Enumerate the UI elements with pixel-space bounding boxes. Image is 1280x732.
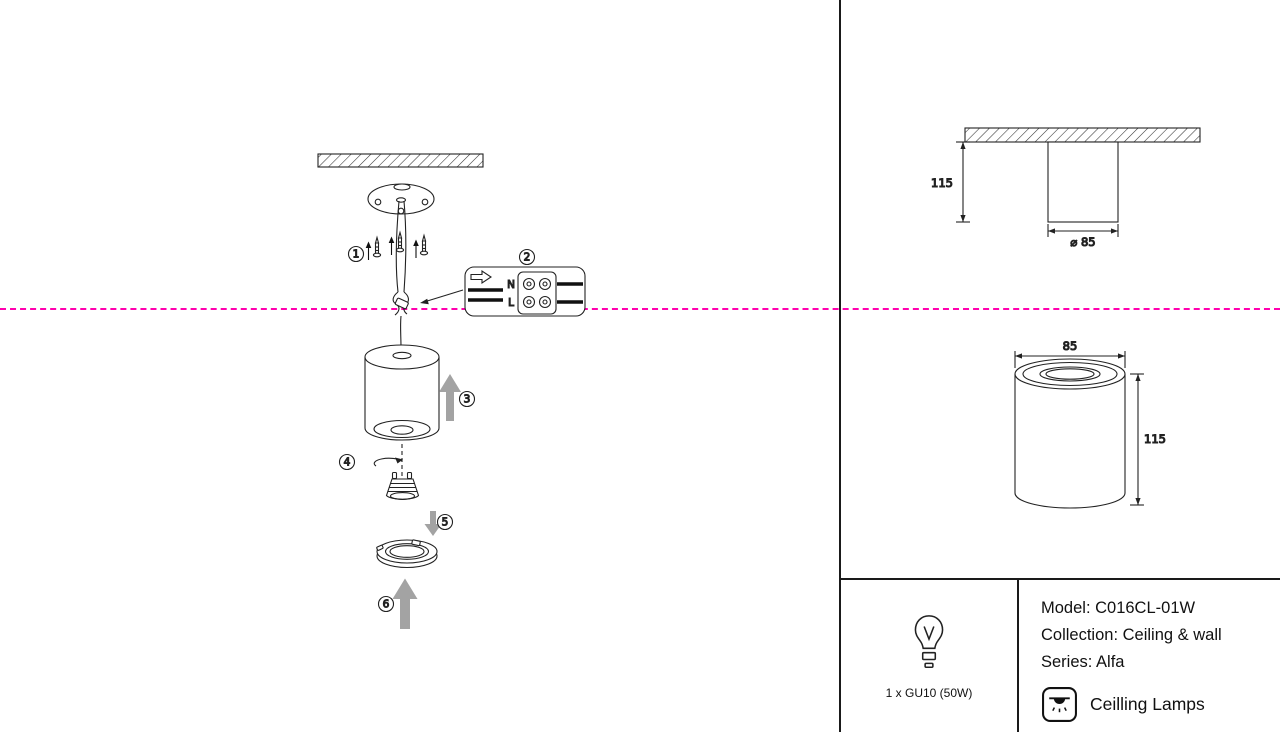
- mounting-plate: [367, 183, 435, 215]
- front-width-label: 85: [1063, 339, 1078, 353]
- collection-label: Collection: Ceiling & wall: [1041, 626, 1222, 644]
- step-5-badge: 5: [436, 513, 454, 531]
- terminal-n-label: N: [507, 279, 515, 291]
- rotate-arrow-icon: [373, 457, 403, 467]
- supply-wires: [392, 200, 409, 349]
- arrow-down-step5: [424, 511, 442, 536]
- model-spec-cell: Model: C016CL-01W Collection: Ceiling & …: [1019, 580, 1280, 732]
- step-6-number: 6: [383, 599, 390, 611]
- bulb-spec-label: 1 x GU10 (50W): [885, 686, 973, 700]
- ceiling-hatch: [317, 153, 484, 168]
- side-height-label: 115: [931, 176, 953, 190]
- arrow-up-icon: [413, 239, 419, 258]
- lamp-side-outline: [1047, 141, 1119, 223]
- step-2-badge: 2: [518, 248, 536, 266]
- bulb-spec-cell: 1 x GU10 (50W): [841, 580, 1019, 732]
- arrow-up-step3: [439, 374, 461, 421]
- height-dimension: 115: [930, 141, 970, 223]
- lamp-front-outline: [1014, 374, 1126, 509]
- series-label: Series: Alfa: [1041, 653, 1125, 671]
- diameter-dimension: ⌀ 85: [1047, 224, 1119, 250]
- step-6-badge: 6: [377, 595, 395, 613]
- ceiling-hatch: [964, 127, 1201, 143]
- screw-icon: [372, 235, 382, 258]
- step-1-number: 1: [353, 249, 360, 261]
- dimension-drawings: 115 ⌀ 85 85: [930, 127, 1201, 509]
- side-view: 115 ⌀ 85: [930, 127, 1201, 250]
- fixing-ring: [376, 539, 438, 569]
- step-5-number: 5: [442, 517, 449, 529]
- side-diameter-label: ⌀ 85: [1070, 235, 1095, 249]
- step-2-number: 2: [524, 252, 531, 264]
- arrow-up-icon: [388, 236, 395, 255]
- screws-step1: [365, 230, 429, 260]
- terminal-l-label: L: [508, 297, 514, 309]
- arrow-up-step6: [392, 578, 418, 629]
- screw-icon: [395, 230, 405, 253]
- ceiling-lamp-icon: [1042, 687, 1077, 722]
- front-height-label: 115: [1144, 432, 1166, 446]
- terminal-detail: N L: [464, 266, 586, 317]
- category-label: Ceilling Lamps: [1090, 694, 1205, 714]
- step-4-badge: 4: [338, 453, 356, 471]
- cut-line: [0, 308, 1280, 310]
- front-view: 85 115: [1014, 338, 1167, 509]
- step-4-number: 4: [344, 457, 351, 469]
- width-dimension: 85: [1014, 338, 1126, 368]
- wires: [468, 282, 583, 304]
- arrow-up-icon: [365, 241, 372, 260]
- lamp-body: [364, 344, 440, 441]
- bulb-icon: [914, 615, 944, 668]
- step-3-badge: 3: [458, 390, 476, 408]
- info-box: 1 x GU10 (50W) Model: C016CL-01W Collect…: [841, 578, 1280, 732]
- step-1-badge: 1: [347, 245, 365, 263]
- category-row: Ceilling Lamps: [1041, 686, 1272, 723]
- screw-icon: [419, 233, 429, 256]
- gu10-bulb: [385, 471, 420, 500]
- height-dimension: 115: [1130, 373, 1167, 506]
- detail-leader: [420, 289, 464, 305]
- panel-divider: [839, 0, 841, 732]
- insert-arrow-icon: [470, 269, 492, 285]
- model-label: Model: C016CL-01W: [1041, 599, 1196, 617]
- step-3-number: 3: [464, 394, 471, 406]
- assembly-diagram: 1 N L: [317, 153, 586, 629]
